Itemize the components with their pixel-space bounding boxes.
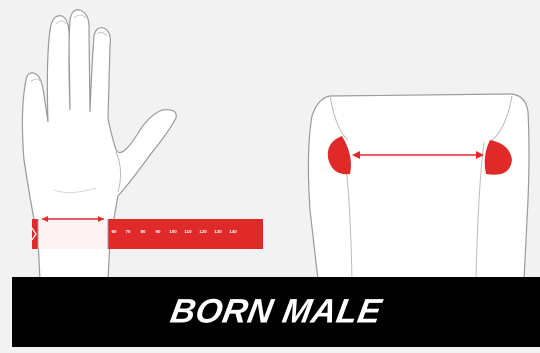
torso-illustration [308,94,529,280]
banner-title: BORN MALE [9,293,540,332]
tape-tick: 120 [199,229,207,234]
torso-outline [308,94,529,280]
tape-tick: 60 [111,229,116,234]
tape-wrist-wrap [38,219,108,249]
title-banner: BORN MALE [12,277,540,347]
tape-tick: 100 [169,229,177,234]
tape-tick: 70 [125,229,130,234]
tape-tick: 90 [155,229,160,234]
tape-tick: 110 [184,229,191,234]
tape-tick: 80 [140,229,145,234]
tape-tick: 140 [229,229,237,234]
tape-tick: 130 [214,229,222,234]
